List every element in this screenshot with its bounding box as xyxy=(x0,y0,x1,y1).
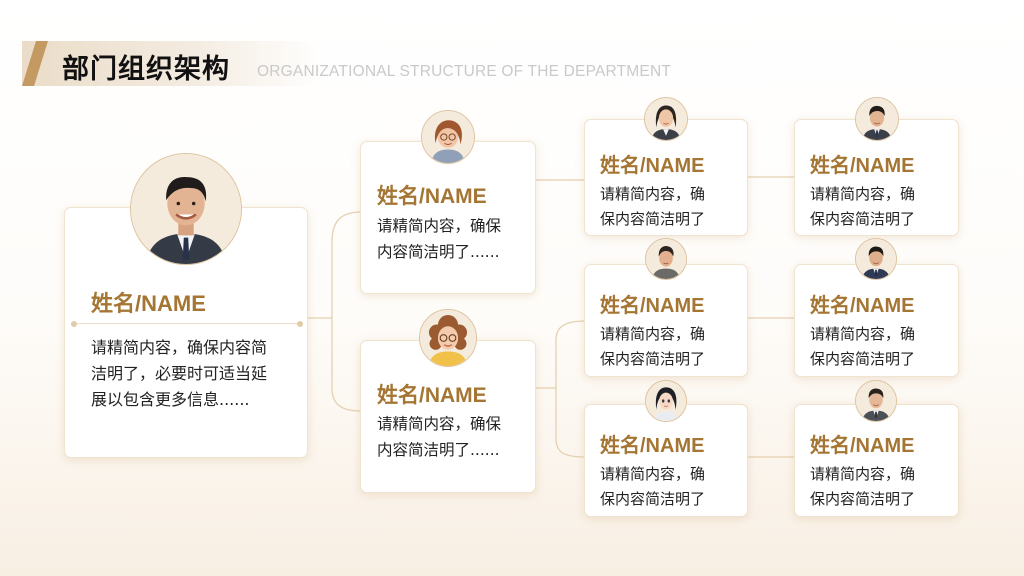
desc-line: 请精简内容，确 xyxy=(600,465,706,483)
desc-line: 请精简内容，确保 xyxy=(377,415,502,433)
level3-description: 请精简内容，确 保内容简洁明了 xyxy=(600,462,705,512)
level3-description: 请精简内容，确 保内容简洁明了 xyxy=(600,322,705,372)
man-suit-avatar-icon xyxy=(855,380,897,422)
level2-name: 姓名/NAME xyxy=(377,185,487,208)
connector-head-branches xyxy=(331,211,362,412)
level4-description: 请精简内容，确 保内容简洁明了 xyxy=(810,182,915,232)
desc-line: 请精简内容，确 xyxy=(810,465,916,483)
man-suit-avatar-icon xyxy=(855,238,897,280)
man-casual-avatar-icon xyxy=(645,238,687,280)
org-card-level3 xyxy=(584,264,748,377)
title-banner xyxy=(22,41,322,86)
level4-name: 姓名/NAME xyxy=(810,295,915,317)
desc-line: 保内容简洁明了 xyxy=(810,490,916,508)
woman-glasses-avatar-icon xyxy=(421,110,475,164)
woman-anime-avatar-icon xyxy=(645,380,687,422)
connector-l2b-l3-branches xyxy=(535,320,586,458)
desc-line: 保内容简洁明了 xyxy=(600,350,706,368)
level4-description: 请精简内容，确 保内容简洁明了 xyxy=(810,462,915,512)
woman-curly-avatar-icon xyxy=(419,309,477,367)
org-card-level4 xyxy=(794,404,959,517)
desc-line: 请精简内容，确 xyxy=(600,185,706,203)
head-name: 姓名/NAME xyxy=(91,291,206,316)
desc-line: 请精简内容，确保 xyxy=(377,217,502,235)
desc-line: 请精简内容，确 xyxy=(810,185,916,203)
level2-description: 请精简内容，确保 内容简洁明了...... xyxy=(377,213,501,265)
man-suit-avatar-icon xyxy=(855,97,899,141)
desc-line: 请精简内容，确 xyxy=(810,325,916,343)
desc-line: 保内容简洁明了 xyxy=(600,490,706,508)
desc-line: 请精简内容，确 xyxy=(600,325,706,343)
divider-dot xyxy=(71,320,77,327)
desc-line: 内容简洁明了...... xyxy=(377,243,500,261)
level3-name: 姓名/NAME xyxy=(600,435,705,457)
desc-line: 保内容简洁明了 xyxy=(600,210,706,228)
level4-name: 姓名/NAME xyxy=(810,435,915,457)
woman-suit-avatar-icon xyxy=(644,97,688,141)
desc-line: 展以包含更多信息...... xyxy=(91,390,250,409)
level4-description: 请精简内容，确 保内容简洁明了 xyxy=(810,322,915,372)
man-suit-avatar-icon xyxy=(130,153,242,265)
org-card-level2 xyxy=(360,141,536,294)
level2-name: 姓名/NAME xyxy=(377,384,487,407)
org-card-level3 xyxy=(584,404,748,517)
divider-dot xyxy=(297,320,303,327)
desc-line: 保内容简洁明了 xyxy=(810,210,916,228)
level3-description: 请精简内容，确 保内容简洁明了 xyxy=(600,182,705,232)
desc-line: 保内容简洁明了 xyxy=(810,350,916,368)
level3-name: 姓名/NAME xyxy=(600,155,705,177)
desc-line: 洁明了，必要时可适当延 xyxy=(91,364,268,383)
level2-description: 请精简内容，确保 内容简洁明了...... xyxy=(377,411,501,463)
page-title: 部门组织架构 xyxy=(62,54,230,85)
level3-name: 姓名/NAME xyxy=(600,295,705,317)
card-divider xyxy=(71,320,303,327)
desc-line: 内容简洁明了...... xyxy=(377,441,500,459)
head-description: 请精简内容，确保内容简 洁明了，必要时可适当延 展以包含更多信息...... xyxy=(91,335,267,413)
desc-line: 请精简内容，确保内容简 xyxy=(91,338,268,357)
org-card-level4 xyxy=(794,264,959,377)
page-subtitle: ORGANIZATIONAL STRUCTURE OF THE DEPARTME… xyxy=(257,63,672,80)
level4-name: 姓名/NAME xyxy=(810,155,915,177)
